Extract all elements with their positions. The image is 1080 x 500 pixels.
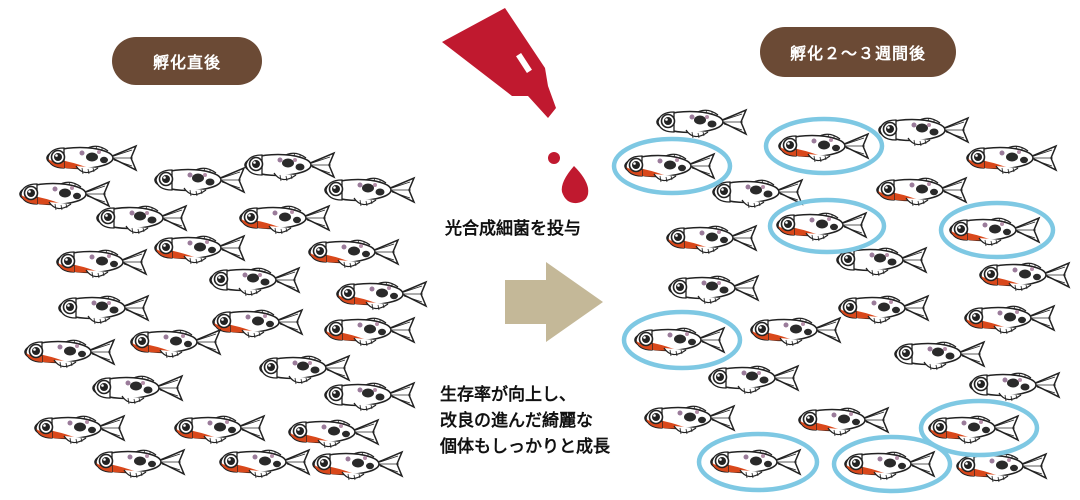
fish-icon: [239, 205, 330, 235]
fish-icon: [312, 451, 403, 481]
fish-icon: [324, 317, 415, 347]
fish-icon: [130, 329, 221, 359]
fish-icon: [219, 449, 310, 479]
fish-icon: [624, 153, 715, 183]
fish-icon: [92, 375, 183, 405]
fish-icon: [710, 449, 801, 479]
caption-result-line: 改良の進んだ綺麗な: [440, 411, 593, 431]
fish-icon: [244, 152, 335, 182]
fish-icon: [94, 449, 185, 479]
label-after: 孵化２～３週間後: [760, 27, 956, 77]
fish-icon: [964, 305, 1055, 335]
caption-result-line: 個体もしっかりと成長: [440, 437, 610, 457]
highlight-ring: [938, 200, 1056, 260]
fish-icon: [34, 415, 125, 445]
caption-result: 生存率が向上し、 改良の進んだ綺麗な 個体もしっかりと成長: [440, 382, 610, 460]
fish-group-after: [624, 109, 1070, 483]
fish-icon: [336, 281, 427, 311]
fish-icon: [174, 415, 265, 445]
fish-icon: [949, 217, 1040, 247]
fish-group-before: [19, 145, 427, 481]
fish-icon: [656, 109, 747, 139]
highlight-ring: [767, 197, 887, 255]
fish-icon: [96, 205, 187, 235]
fish-icon: [776, 212, 867, 242]
fish-icon: [966, 145, 1057, 175]
highlight-ring: [918, 398, 1040, 458]
fish-icon: [154, 235, 245, 265]
caption-result-line: 生存率が向上し、: [440, 385, 576, 405]
fish-icon: [24, 339, 115, 369]
highlight-ring: [831, 434, 953, 494]
highlight-ring: [696, 431, 820, 493]
fish-icon: [750, 317, 841, 347]
highlight-ring: [763, 116, 885, 176]
caption-action: 光合成細菌を投与: [445, 219, 581, 239]
fish-icon: [708, 365, 799, 395]
fish-icon: [838, 295, 929, 325]
bottle-icon: [442, 8, 556, 118]
droplet-icon: [548, 152, 589, 204]
fish-icon: [58, 295, 149, 325]
fish-icon: [288, 419, 379, 449]
fish-icon: [46, 145, 137, 175]
fish-icon: [778, 133, 869, 163]
fish-icon: [798, 407, 889, 437]
highlight-ring: [611, 136, 733, 196]
fish-icon: [712, 179, 803, 209]
fish-icon: [56, 249, 147, 279]
fish-icon: [894, 341, 985, 371]
fish-icon: [666, 225, 757, 255]
highlight-rings: [611, 116, 1056, 494]
fish-icon: [308, 239, 399, 269]
fish-icon: [209, 267, 300, 297]
highlight-ring: [621, 309, 743, 371]
fish-icon: [634, 327, 725, 357]
fish-icon: [969, 372, 1060, 402]
fish-icon: [154, 167, 245, 197]
fish-icon: [668, 275, 759, 305]
fish-icon: [19, 181, 110, 211]
fish-icon: [324, 177, 415, 207]
fish-icon: [259, 355, 350, 385]
fish-icon: [836, 247, 927, 277]
fish-icon: [644, 405, 735, 435]
fish-icon: [956, 453, 1047, 483]
fish-icon: [844, 451, 935, 481]
fish-icon: [324, 382, 415, 412]
arrow-right-icon: [505, 262, 603, 342]
fish-icon: [979, 262, 1070, 292]
fish-icon: [928, 415, 1019, 445]
fish-icon: [878, 117, 969, 147]
fish-icon: [876, 177, 967, 207]
fish-icon: [212, 309, 303, 339]
label-before: 孵化直後: [112, 37, 262, 85]
